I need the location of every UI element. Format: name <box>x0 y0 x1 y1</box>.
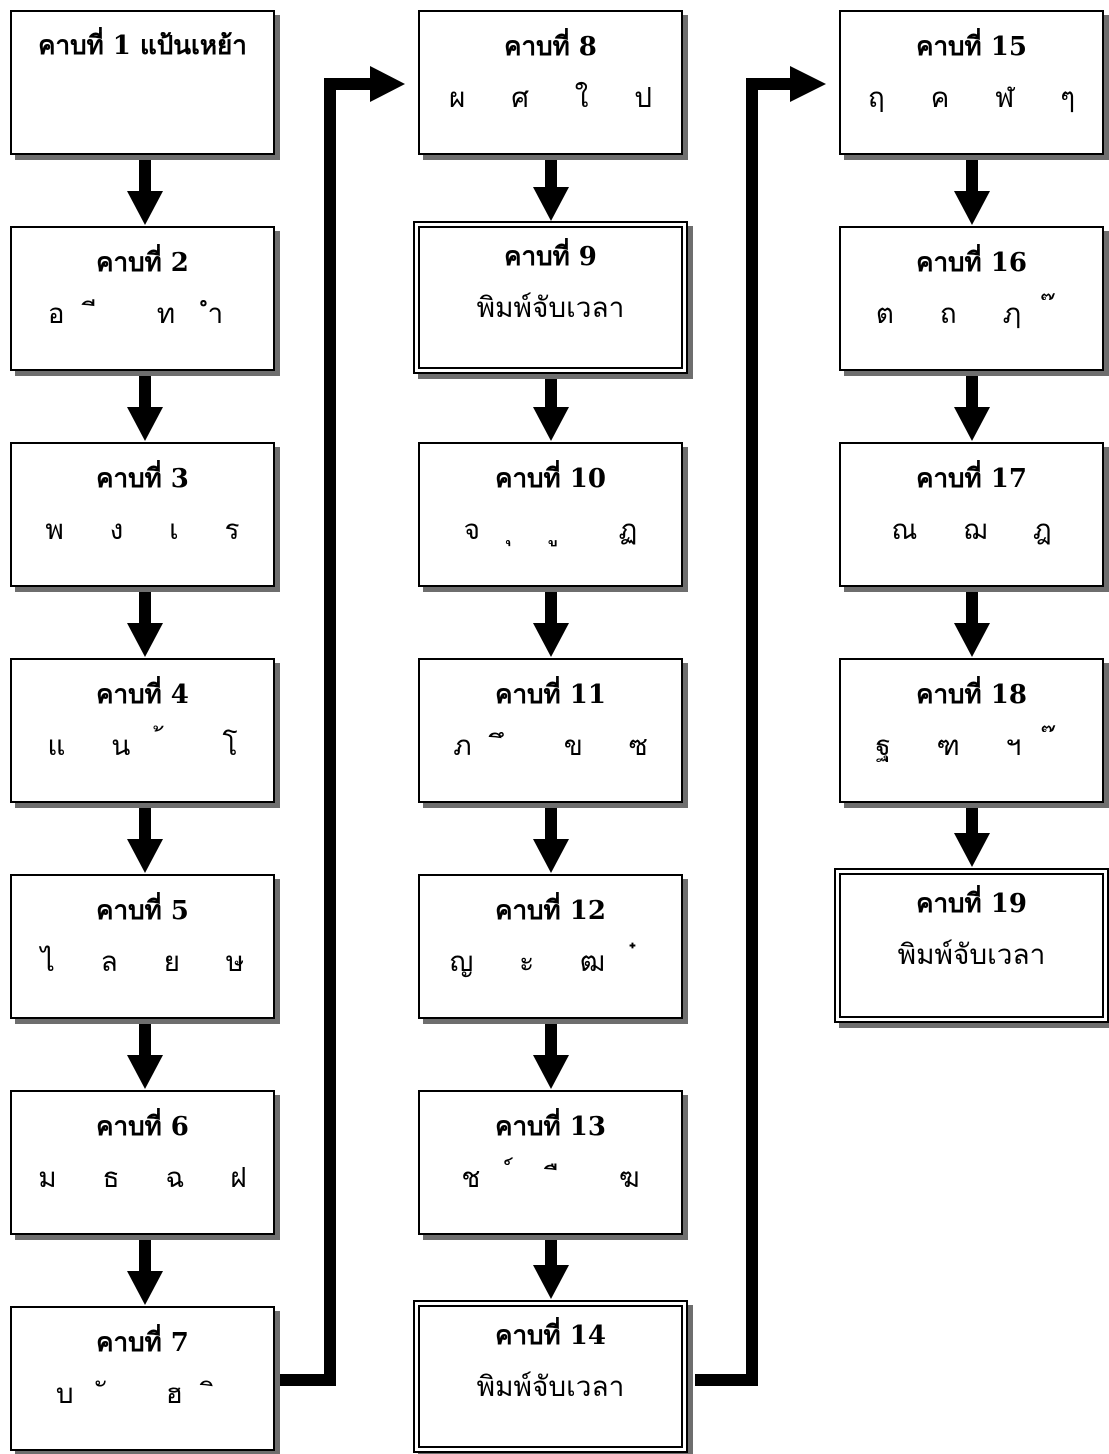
step-title-16: คาบที่ 16 <box>916 248 1027 278</box>
down-arrow-10 <box>533 803 569 873</box>
step-keys-2: อ ี ท ำ <box>47 297 238 330</box>
step-title-12: คาบที่ 12 <box>495 896 606 926</box>
step-title-4: คาบที่ 4 <box>96 680 189 710</box>
step-keys-17: ณ ฌ ฎ <box>891 513 1052 546</box>
step-keys-12: ญ ะ ฒ ๋ <box>449 945 652 978</box>
step-keys-13: ช ์ ื ฆ <box>461 1161 640 1194</box>
down-arrow-13 <box>954 155 990 225</box>
down-arrow-7 <box>533 155 569 221</box>
step-title-1: คาบที่ 1 แป้นเหย้า <box>38 31 247 61</box>
down-arrow-16 <box>954 803 990 867</box>
step-keys-16: ต ถ ฦ ๊ <box>875 297 1068 330</box>
step-box-11: คาบที่ 11 ภ ึ ข ซ <box>418 658 683 803</box>
step-box-9: คาบที่ 9 พิมพ์จับเวลา <box>413 221 688 374</box>
step-title-11: คาบที่ 11 <box>495 680 606 710</box>
step-title-14: คาบที่ 14 <box>495 1321 606 1351</box>
step-box-17: คาบที่ 17 ณ ฌ ฎ <box>839 442 1104 587</box>
down-arrow-14 <box>954 371 990 441</box>
step-keys-18: ฐ ฑ ฯ ๊ <box>875 729 1068 762</box>
step-keys-11: ภ ึ ข ซ <box>453 729 648 762</box>
step-box-12: คาบที่ 12 ญ ะ ฒ ๋ <box>418 874 683 1019</box>
step-box-2: คาบที่ 2 อ ี ท ำ <box>10 226 275 371</box>
down-arrow-9 <box>533 587 569 657</box>
step-box-15: คาบที่ 15 ฤ ค ฬ ๆ <box>839 10 1104 155</box>
step-keys-8: ผ ศ ใ ป <box>448 81 653 114</box>
down-arrow-3 <box>127 587 163 657</box>
step-title-7: คาบที่ 7 <box>96 1328 189 1358</box>
step-title-13: คาบที่ 13 <box>495 1112 606 1142</box>
step-keys-9: พิมพ์จับเวลา <box>476 291 625 324</box>
step-keys-6: ม ธ ฉ ฝ <box>38 1161 247 1194</box>
step-title-3: คาบที่ 3 <box>96 464 189 494</box>
step-box-18: คาบที่ 18 ฐ ฑ ฯ ๊ <box>839 658 1104 803</box>
down-arrow-8 <box>533 376 569 441</box>
down-arrow-11 <box>533 1019 569 1089</box>
down-arrow-12 <box>533 1235 569 1299</box>
step-box-4: คาบที่ 4 แ น ้ โ <box>10 658 275 803</box>
step-box-14: คาบที่ 14 พิมพ์จับเวลา <box>413 1300 688 1453</box>
step-box-8: คาบที่ 8 ผ ศ ใ ป <box>418 10 683 155</box>
step-title-9: คาบที่ 9 <box>504 242 597 272</box>
connector-arrow-17 <box>276 66 405 1386</box>
step-keys-5: ไ ล ย ษ <box>40 945 245 978</box>
down-arrow-15 <box>954 587 990 657</box>
step-keys-10: จ ุ ู ฏ <box>463 513 638 546</box>
step-title-8: คาบที่ 8 <box>504 32 597 62</box>
step-keys-4: แ น ้ โ <box>47 729 238 762</box>
step-keys-15: ฤ ค ฬ ๆ <box>867 81 1076 114</box>
down-arrow-2 <box>127 371 163 441</box>
step-box-10: คาบที่ 10 จ ุ ู ฏ <box>418 442 683 587</box>
step-keys-19: พิมพ์จับเวลา <box>897 938 1046 971</box>
step-title-10: คาบที่ 10 <box>495 464 606 494</box>
connector-arrow-18 <box>695 66 826 1386</box>
step-box-7: คาบที่ 7 บ ั ฮ ิ <box>10 1306 275 1451</box>
step-keys-7: บ ั ฮ ิ <box>55 1377 230 1410</box>
step-title-5: คาบที่ 5 <box>96 896 189 926</box>
down-arrow-5 <box>127 1019 163 1089</box>
step-title-17: คาบที่ 17 <box>916 464 1027 494</box>
step-title-2: คาบที่ 2 <box>96 248 189 278</box>
step-box-5: คาบที่ 5 ไ ล ย ษ <box>10 874 275 1019</box>
down-arrow-4 <box>127 803 163 873</box>
step-title-18: คาบที่ 18 <box>916 680 1027 710</box>
step-box-3: คาบที่ 3 พ ง เ ร <box>10 442 275 587</box>
step-keys-3: พ ง เ ร <box>45 513 240 546</box>
step-title-15: คาบที่ 15 <box>916 32 1027 62</box>
step-title-19: คาบที่ 19 <box>916 889 1027 919</box>
step-title-6: คาบที่ 6 <box>96 1112 189 1142</box>
down-arrow-6 <box>127 1235 163 1305</box>
step-keys-14: พิมพ์จับเวลา <box>476 1370 625 1403</box>
down-arrow-1 <box>127 155 163 225</box>
step-box-19: คาบที่ 19 พิมพ์จับเวลา <box>834 868 1109 1023</box>
step-box-16: คาบที่ 16 ต ถ ฦ ๊ <box>839 226 1104 371</box>
step-box-6: คาบที่ 6 ม ธ ฉ ฝ <box>10 1090 275 1235</box>
step-box-13: คาบที่ 13 ช ์ ื ฆ <box>418 1090 683 1235</box>
step-box-1: คาบที่ 1 แป้นเหย้า <box>10 10 275 155</box>
